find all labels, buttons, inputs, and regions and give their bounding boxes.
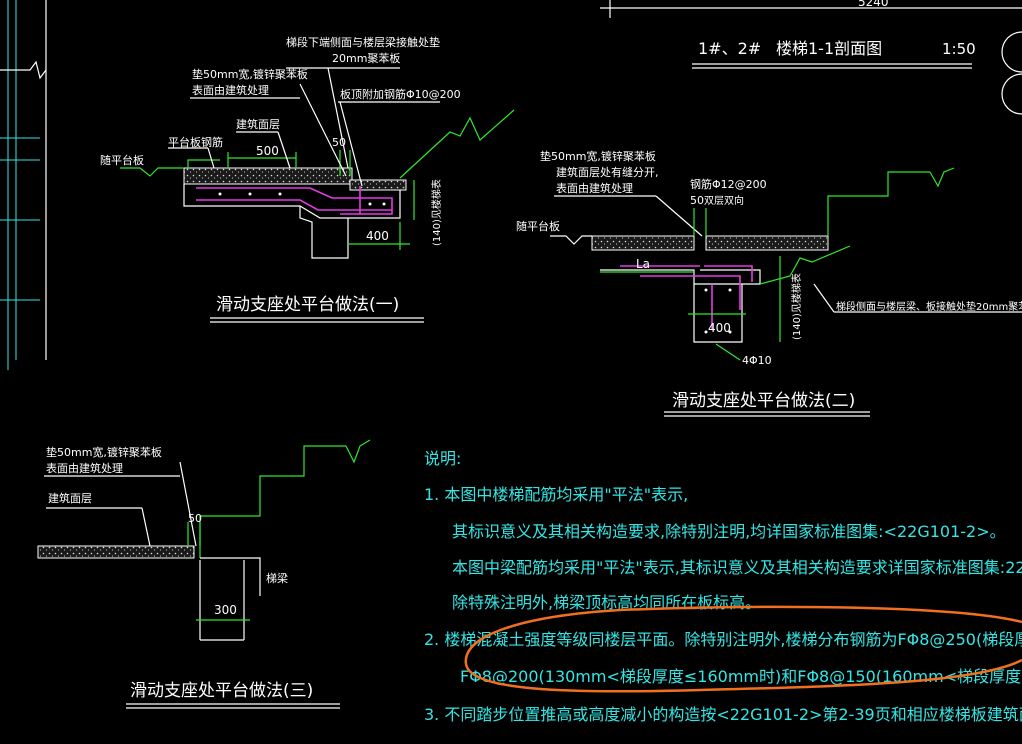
d2-label-slab: 随平台板 — [516, 219, 560, 233]
d3-caption: 滑动支座处平台做法(三) — [130, 681, 313, 701]
d1-label-rebar: 平台板钢筋 — [168, 135, 223, 149]
d1-note-top: 梯段下端侧面与楼层梁接触处垫 — [286, 35, 440, 49]
page-title: 楼梯1-1剖面图 — [776, 39, 882, 58]
d2-rebar: 钢筋Φ12@200 — [690, 177, 767, 191]
d1-dim-400: 400 — [366, 229, 389, 243]
notes-line-4: 除特殊注明外,梯梁顶标高均同所在板标高。 — [452, 593, 761, 612]
d2-note3: 表面由建筑处理 — [556, 181, 633, 195]
d3-note2: 表面由建筑处理 — [46, 461, 123, 475]
d1-note-top2: 20mm聚苯板 — [332, 51, 400, 65]
d3-dim-300: 300 — [214, 603, 237, 617]
notes-line-6: FΦ8@200(130mm<梯段厚度≤160mm时)和FΦ8@150(160mm… — [460, 667, 1022, 686]
d2-dim-50: 50 — [690, 194, 704, 207]
d1-label-slab: 随平台板 — [100, 153, 144, 167]
d3-label-beam: 梯梁 — [266, 571, 288, 585]
detail-1: 500 50 400 (140)见楼梯表 随平台板 平台板钢筋 建筑面层 垫50… — [100, 35, 515, 323]
d1-add-rebar: 板顶附加钢筋Φ10@200 — [340, 87, 461, 101]
notes-line-3: 本图中梁配筋均采用"平法"表示,其标识意义及其相关构造要求详国家标准图集:22G… — [452, 558, 1022, 577]
d1-vert-note: (140)见楼梯表 — [430, 179, 443, 246]
notes-line-1: 1. 本图中楼梯配筋均采用"平法"表示, — [424, 485, 688, 504]
d3-note1: 垫50mm宽,镀锌聚苯板 — [46, 445, 162, 459]
notes-heading: 说明: — [424, 449, 461, 468]
detail-2: 随平台板 La 垫50mm宽,镀锌聚苯板 建筑面层处有缝分开, 表面由建筑处理 … — [516, 149, 1022, 417]
left-edge-lines — [0, 0, 47, 370]
d2-dim-400: 400 — [708, 321, 731, 335]
notes-block: 说明: 1. 本图中楼梯配筋均采用"平法"表示, 其标识意义及其相关构造要求,除… — [424, 449, 1022, 724]
highlight-ellipse — [464, 605, 1022, 693]
d2-bars: 4Φ10 — [742, 354, 772, 367]
top-dim-text: 5240 — [858, 0, 889, 9]
title-left: 1#、2# — [698, 39, 761, 58]
d1-dim-500: 500 — [256, 144, 279, 158]
detail-3: 300 梯梁 50 垫50mm宽,镀锌聚苯板 表面由建筑处理 建筑面层 滑动支座… — [37, 439, 371, 709]
drawing-title-block: 1#、2# 楼梯1-1剖面图 1:50 — [692, 31, 1022, 115]
d2-double: 双层双向 — [704, 194, 744, 207]
top-dimension: 5240 — [600, 0, 1022, 18]
d2-caption: 滑动支座处平台做法(二) — [672, 391, 855, 411]
notes-line-2: 其标识意义及其相关构造要求,除特别注明,均详国家标准图集:<22G101-2>。 — [452, 522, 1006, 541]
d2-note2: 建筑面层处有缝分开, — [556, 165, 659, 179]
d2-side-note: 梯段侧面与楼层梁、板接触处垫20mm聚苯板 — [836, 300, 1022, 313]
scale-text: 1:50 — [942, 40, 976, 58]
d1-note-left1: 垫50mm宽,镀锌聚苯板 — [192, 67, 308, 81]
d3-label-arch: 建筑面层 — [48, 491, 92, 505]
notes-line-7: 3. 不同踏步位置推高或高度减小的构造按<22G101-2>第2-39页和相应楼… — [424, 705, 1022, 724]
notes-line-5: 2. 楼梯混凝土强度等级同楼层平面。除特别注明外,楼梯分布钢筋为FΦ8@250(… — [424, 630, 1022, 649]
d1-label-arch: 建筑面层 — [236, 117, 280, 131]
d2-note1: 垫50mm宽,镀锌聚苯板 — [540, 149, 656, 163]
d2-vert-note: (140)见楼梯表 — [790, 273, 803, 340]
d1-caption: 滑动支座处平台做法(一) — [216, 295, 399, 315]
d2-la: La — [636, 257, 650, 271]
d1-note-left2: 表面由建筑处理 — [192, 83, 269, 97]
